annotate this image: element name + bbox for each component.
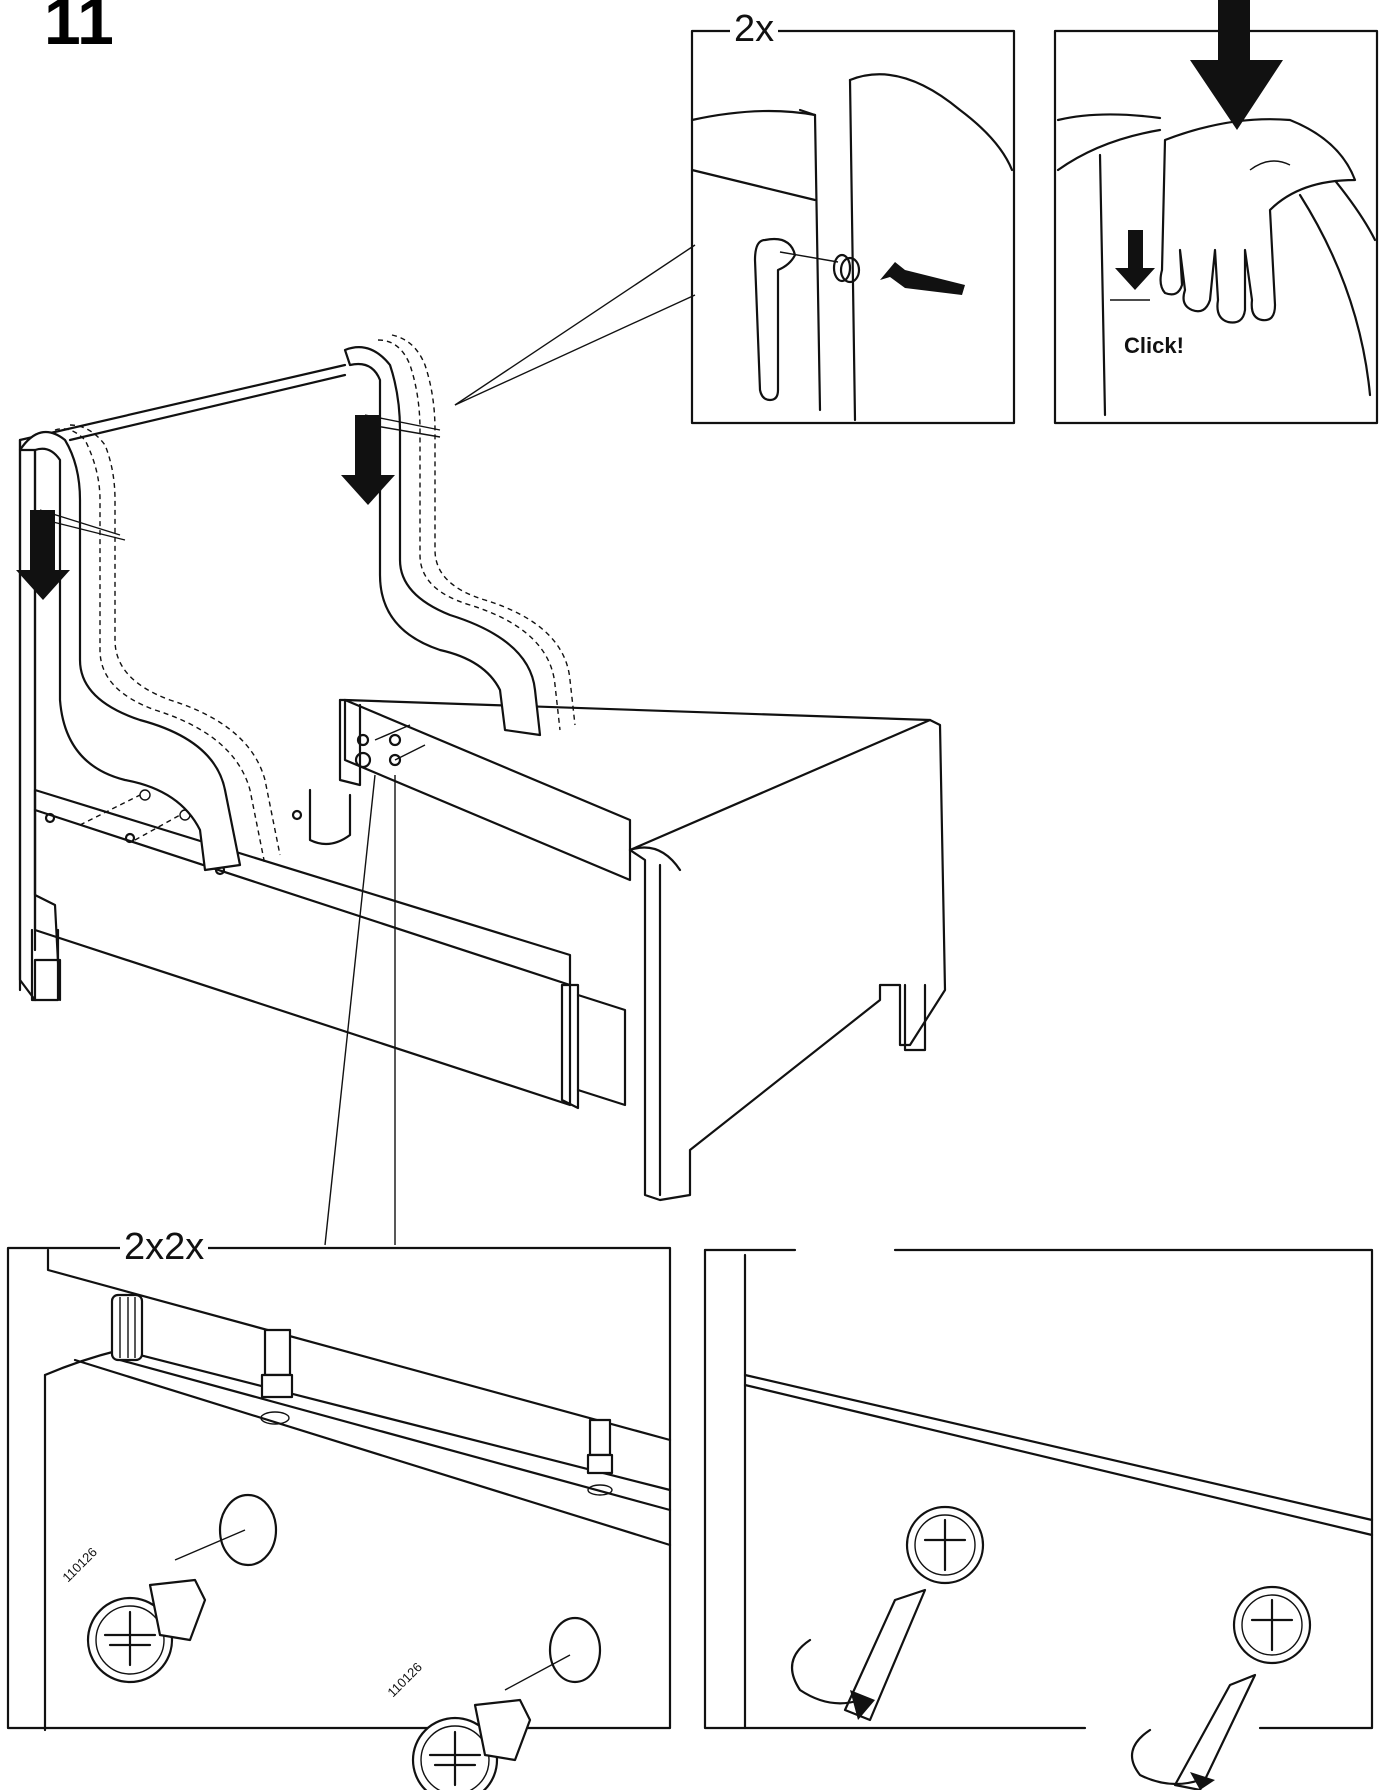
side-guard-left xyxy=(16,424,281,872)
detail-panel-bottom-left xyxy=(6,1246,672,1790)
cam-lock-2 xyxy=(411,1698,532,1790)
detail-panel-bottom-right xyxy=(703,1248,1374,1790)
cam-lock-3 xyxy=(790,1505,985,1722)
press-arrow xyxy=(1190,0,1283,130)
cam-lock-1 xyxy=(86,1578,207,1684)
push-arrow xyxy=(880,262,965,295)
rotate-arrow-2 xyxy=(1190,1772,1215,1790)
click-label: Click! xyxy=(1120,335,1188,357)
quantity-label-top: 2x xyxy=(730,10,779,48)
rotate-arrow-1 xyxy=(850,1690,875,1720)
down-arrow-left xyxy=(16,510,70,600)
down-arrow-right xyxy=(341,415,395,505)
side-guard-right xyxy=(338,334,576,737)
small-down-arrow xyxy=(1115,230,1155,290)
detail-panel-top-right xyxy=(1053,0,1379,425)
detail-panel-top-left xyxy=(690,29,1016,425)
step-number: 11 xyxy=(44,0,114,58)
quantity-label-bottom: 2x2x xyxy=(120,1228,209,1266)
cam-lock-4 xyxy=(1130,1585,1312,1790)
